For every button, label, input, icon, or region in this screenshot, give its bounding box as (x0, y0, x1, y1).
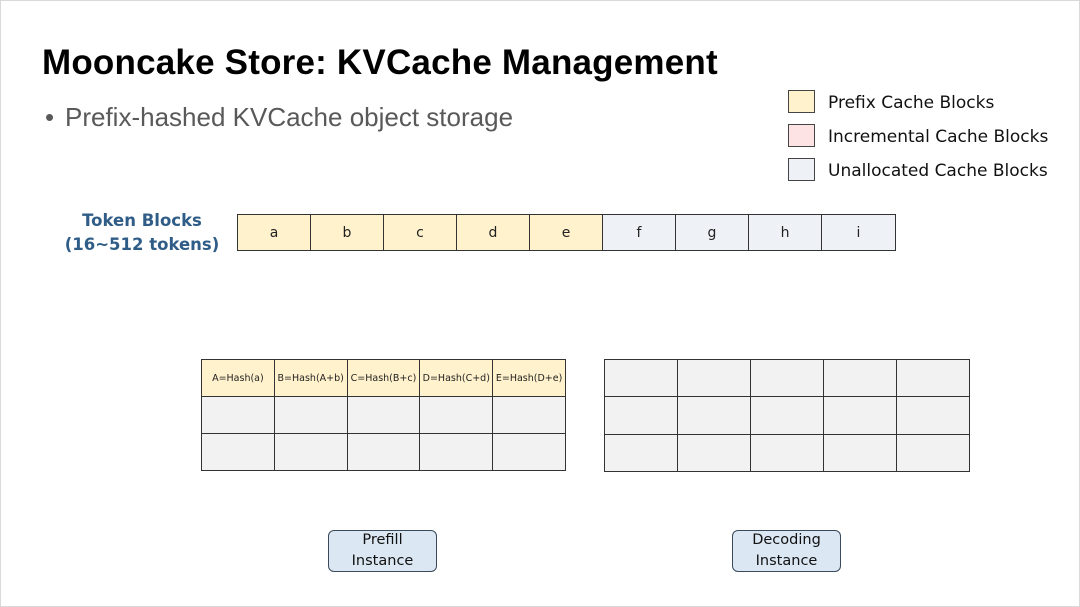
prefill-instance-box: Prefill Instance (328, 530, 437, 572)
legend-swatch-incremental (788, 124, 815, 147)
decode-empty-block (824, 434, 897, 472)
token-blocks-label-line1: Token Blocks (82, 211, 202, 230)
legend-swatch-prefix (788, 90, 815, 113)
prefill-empty-block (493, 434, 566, 471)
prefill-instance-label: Prefill Instance (351, 532, 414, 569)
token-block-e: e (530, 215, 603, 250)
prefill-cache-block: A=Hash(a) (202, 360, 275, 397)
prefill-empty-block (493, 397, 566, 434)
prefill-empty-block (347, 434, 421, 471)
decode-empty-block (678, 434, 751, 472)
token-block-i: i (822, 215, 895, 250)
prefill-empty-block (274, 397, 348, 434)
decode-empty-block (824, 360, 897, 398)
token-blocks-label-line2: (16~512 tokens) (64, 235, 220, 254)
decode-empty-block (678, 360, 751, 398)
prefill-cache-block: D=Hash(C+d) (420, 360, 494, 397)
decode-empty-block (605, 360, 678, 398)
decode-empty-block (678, 397, 751, 435)
prefill-empty-block (202, 397, 275, 434)
decoding-instance-box: Decoding Instance (732, 530, 841, 572)
token-block-d: d (457, 215, 530, 250)
token-block-g: g (676, 215, 749, 250)
token-block-b: b (311, 215, 384, 250)
prefill-cache-grid: A=Hash(a)B=Hash(A+b)C=Hash(B+c)D=Hash(C+… (201, 359, 566, 471)
decode-empty-block (897, 397, 970, 435)
prefill-empty-block (202, 434, 275, 471)
decode-empty-block (605, 397, 678, 435)
prefill-empty-block (347, 397, 421, 434)
prefill-empty-block (420, 397, 494, 434)
slide-title: Mooncake Store: KVCache Management (42, 43, 718, 82)
bullet-text: Prefix-hashed KVCache object storage (65, 102, 514, 132)
decode-empty-block (897, 360, 970, 398)
decode-empty-block (751, 360, 824, 398)
decode-empty-block (751, 434, 824, 472)
legend-label: Unallocated Cache Blocks (828, 161, 1048, 181)
legend-swatch-unallocated (788, 158, 815, 181)
prefill-cache-block: C=Hash(B+c) (347, 360, 421, 397)
prefill-cache-block: B=Hash(A+b) (274, 360, 348, 397)
token-blocks-label: Token Blocks (16~512 tokens) (61, 209, 223, 257)
prefill-empty-block (420, 434, 494, 471)
token-block-c: c (384, 215, 457, 250)
decode-cache-grid (604, 359, 970, 472)
decode-empty-block (824, 397, 897, 435)
prefill-cache-block: E=Hash(D+e) (493, 360, 566, 397)
token-block-h: h (749, 215, 822, 250)
bullet-point: • Prefix-hashed KVCache object storage (45, 102, 513, 133)
decode-empty-block (605, 434, 678, 472)
decode-empty-block (751, 397, 824, 435)
decode-empty-block (897, 434, 970, 472)
bullet-dot-icon: • (45, 102, 55, 132)
legend-label: Incremental Cache Blocks (828, 127, 1049, 147)
prefill-empty-block (274, 434, 348, 471)
token-block-f: f (603, 215, 676, 250)
token-block-a: a (238, 215, 311, 250)
legend-label: Prefix Cache Blocks (828, 93, 995, 113)
decoding-instance-label: Decoding Instance (752, 532, 821, 569)
